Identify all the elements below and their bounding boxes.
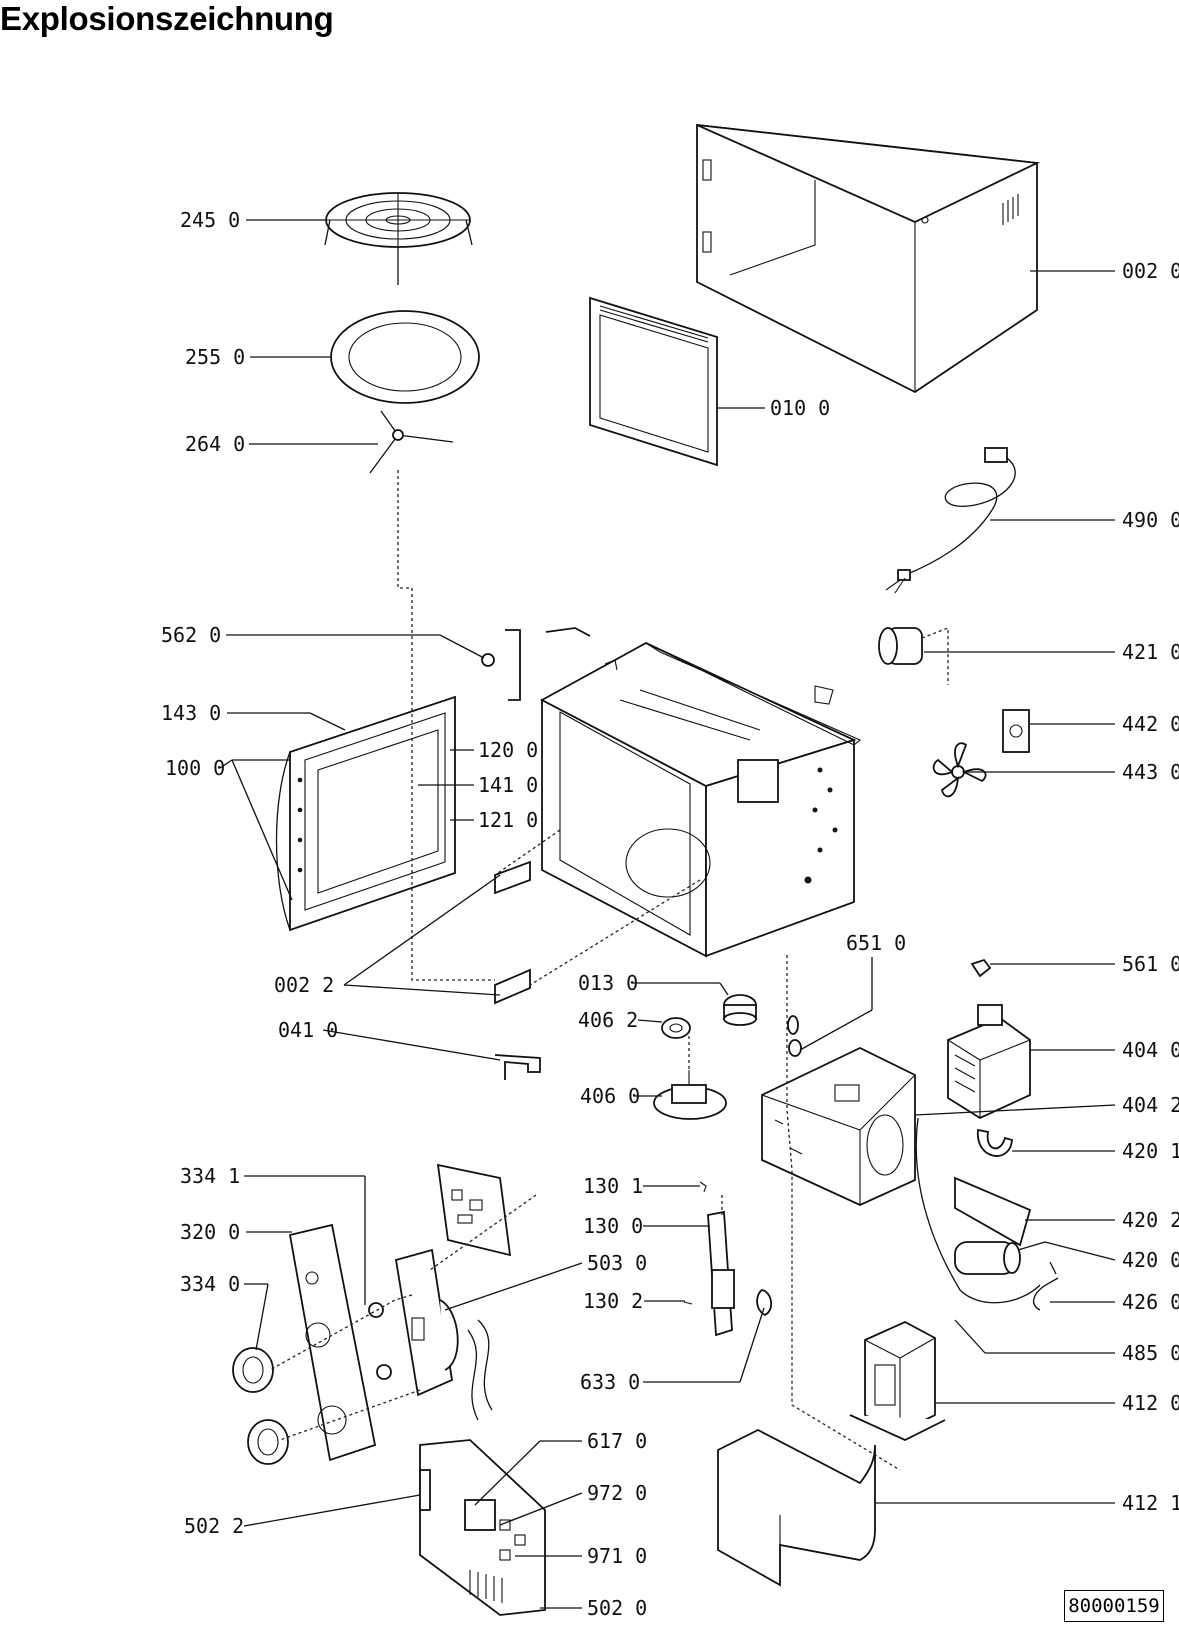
callout-245-0: 245 0 — [180, 208, 240, 232]
callout-971-0: 971 0 — [587, 1544, 647, 1568]
callout-617-0: 617 0 — [587, 1429, 647, 1453]
callout-421-0: 421 0 — [1122, 640, 1179, 664]
callout-334-0: 334 0 — [180, 1272, 240, 1296]
callout-255-0: 255 0 — [185, 345, 245, 369]
callout-485-0: 485 0 — [1122, 1341, 1179, 1365]
callout-130-2: 130 2 — [583, 1289, 643, 1313]
callout-443-0: 443 0 — [1122, 760, 1179, 784]
callout-420-2: 420 2 — [1122, 1208, 1179, 1232]
callout-404-0: 404 0 — [1122, 1038, 1179, 1062]
callout-561-0: 561 0 — [1122, 952, 1179, 976]
callout-264-0: 264 0 — [185, 432, 245, 456]
assembly-alignment-lines — [269, 470, 901, 1471]
callout-442-0: 442 0 — [1122, 712, 1179, 736]
outer-casing-part — [696, 123, 1041, 394]
callout-404-2: 404 2 — [1122, 1093, 1179, 1117]
latch-hook-part — [494, 1054, 541, 1080]
page-title: Explosionszeichnung — [0, 0, 334, 37]
base-plate-part — [717, 1428, 876, 1587]
door-assembly-part — [275, 695, 456, 932]
callout-972-0: 972 0 — [587, 1481, 647, 1505]
callout-334-1: 334 1 — [180, 1164, 240, 1188]
knob-part — [232, 1347, 289, 1465]
callout-562-0: 562 0 — [161, 623, 221, 647]
door-switch-assembly-part — [683, 1181, 772, 1337]
callout-502-0: 502 0 — [587, 1596, 647, 1620]
fan-bracket-part — [1002, 709, 1030, 753]
callout-503-0: 503 0 — [587, 1251, 647, 1275]
callout-120-0: 120 0 — [478, 738, 538, 762]
callout-013-0: 013 0 — [578, 971, 638, 995]
power-cord-part — [885, 447, 1016, 594]
callout-130-0: 130 0 — [583, 1214, 643, 1238]
callout-490-0: 490 0 — [1122, 508, 1179, 532]
callout-320-0: 320 0 — [180, 1220, 240, 1244]
capacitor-part — [954, 1241, 1021, 1275]
callout-002-0: 002 0 — [1122, 259, 1179, 283]
callout-041-0: 041 0 — [278, 1018, 338, 1042]
fan-motor-part — [878, 627, 949, 685]
magnetron-part — [947, 1004, 1031, 1120]
ring-part — [661, 1017, 691, 1039]
coupler-part — [723, 994, 757, 1026]
fan-blade-part — [932, 742, 987, 798]
hinge-plate-part — [494, 860, 531, 1005]
knob-spring-part — [368, 1302, 392, 1380]
transformer-part — [849, 1320, 946, 1441]
power-pcb-part — [419, 1439, 546, 1616]
capacitor-bracket-part — [954, 1128, 1032, 1247]
waveguide-frame-part — [761, 1046, 916, 1206]
callout-412-0: 412 0 — [1122, 1391, 1179, 1415]
callout-010-0: 010 0 — [770, 396, 830, 420]
callout-100-0: 100 0 — [165, 756, 225, 780]
cavity-chassis-part — [540, 641, 862, 958]
callout-121-0: 121 0 — [478, 808, 538, 832]
turntable-motor-part — [653, 1070, 727, 1120]
clip-561-part — [970, 958, 992, 978]
wire-harness-part — [915, 1117, 1041, 1304]
turntable-plate-part — [330, 310, 480, 404]
document-number-box: 80000159 — [1064, 1590, 1164, 1622]
callout-labels: 245 0 255 0 264 0 562 0 143 0 100 0 120 … — [161, 208, 1179, 1620]
callout-406-0: 406 0 — [580, 1084, 640, 1108]
timer-module-part — [394, 1248, 459, 1397]
diode-part — [1033, 1261, 1059, 1311]
ribbon-cable-part — [467, 1319, 493, 1421]
callout-420-0: 420 0 — [1122, 1248, 1179, 1272]
callout-141-0: 141 0 — [478, 773, 538, 797]
grill-rack-part — [324, 192, 473, 285]
spring-clip-part — [787, 1015, 802, 1057]
control-panel-part — [288, 1223, 377, 1462]
callout-426-0: 426 0 — [1122, 1290, 1179, 1314]
callout-130-1: 130 1 — [583, 1174, 643, 1198]
callout-143-0: 143 0 — [161, 701, 221, 725]
callout-406-2: 406 2 — [578, 1008, 638, 1032]
latch-bracket-part — [481, 627, 834, 705]
callout-002-2: 002 2 — [274, 973, 334, 997]
roller-support-part — [369, 410, 454, 474]
control-pcb-part — [436, 1163, 512, 1257]
callout-420-1: 420 1 — [1122, 1139, 1179, 1163]
callout-633-0: 633 0 — [580, 1370, 640, 1394]
callout-651-0: 651 0 — [846, 931, 906, 955]
door-frame-panel-part — [589, 296, 718, 467]
callout-502-2: 502 2 — [184, 1514, 244, 1538]
leader-lines — [219, 219, 1116, 1609]
callout-412-1: 412 1 — [1122, 1491, 1179, 1515]
